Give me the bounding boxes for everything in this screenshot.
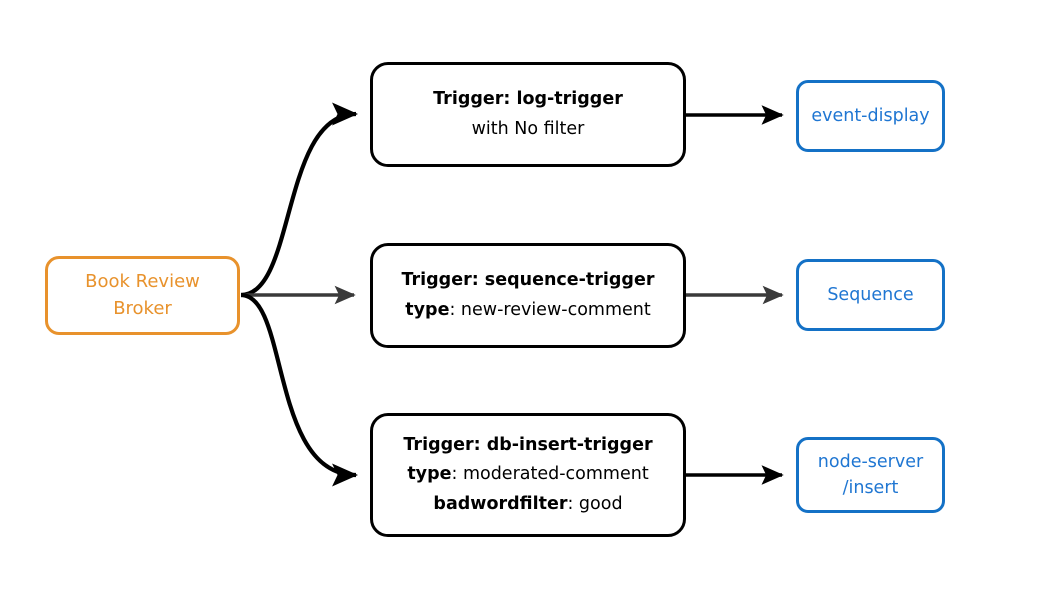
trigger-2-line-1: Trigger: sequence-trigger	[402, 266, 655, 295]
trigger-1-line-2-rest: with No filter	[471, 118, 585, 139]
trigger-3-line-3: badwordfilter: good	[433, 490, 622, 519]
trigger-1-line-1-bold: Trigger: log-trigger	[433, 89, 623, 110]
node-trigger-log-trigger[interactable]: Trigger: log-trigger with No filter	[370, 62, 686, 167]
node-trigger-sequence-trigger[interactable]: Trigger: sequence-trigger type: new-revi…	[370, 243, 686, 348]
broker-label-line-2: Broker	[113, 297, 172, 319]
trigger-3-line-1: Trigger: db-insert-trigger	[403, 431, 652, 460]
edge-broker-to-log-trigger	[240, 102, 359, 298]
trigger-3-line-1-bold: Trigger: db-insert-trigger	[403, 434, 653, 455]
trigger-3-line-2-rest: : moderated-comment	[451, 464, 649, 485]
trigger-2-line-1-bold: Trigger: sequence-trigger	[401, 270, 655, 291]
node-sequence[interactable]: Sequence	[796, 259, 945, 331]
broker-label-line-1: Book Review	[85, 271, 200, 293]
trigger-1-line-2: with No filter	[472, 115, 585, 144]
node-node-server-insert[interactable]: node-server /insert	[796, 437, 945, 513]
edge-broker-to-db-insert-trigger	[240, 292, 359, 487]
target-3-line-1: node-server	[817, 451, 924, 472]
trigger-2-line-2: type: new-review-comment	[405, 296, 650, 325]
trigger-2-line-2-bold: type	[405, 299, 450, 320]
target-1-line-1: event-display	[811, 105, 930, 126]
trigger-1-line-1: Trigger: log-trigger	[433, 85, 623, 114]
node-event-display[interactable]: event-display	[796, 80, 945, 152]
node-trigger-db-insert-trigger[interactable]: Trigger: db-insert-trigger type: moderat…	[370, 413, 686, 537]
node-book-review-broker[interactable]: Book Review Broker	[45, 256, 240, 335]
trigger-3-line-3-rest: : good	[567, 493, 623, 514]
target-2-line-1: Sequence	[827, 284, 914, 305]
trigger-3-line-2: type: moderated-comment	[407, 460, 648, 489]
trigger-3-line-3-bold: badwordfilter	[433, 493, 568, 514]
trigger-2-line-2-rest: : new-review-comment	[449, 299, 651, 320]
target-3-line-2: /insert	[842, 478, 899, 498]
trigger-3-line-2-bold: type	[407, 464, 452, 485]
